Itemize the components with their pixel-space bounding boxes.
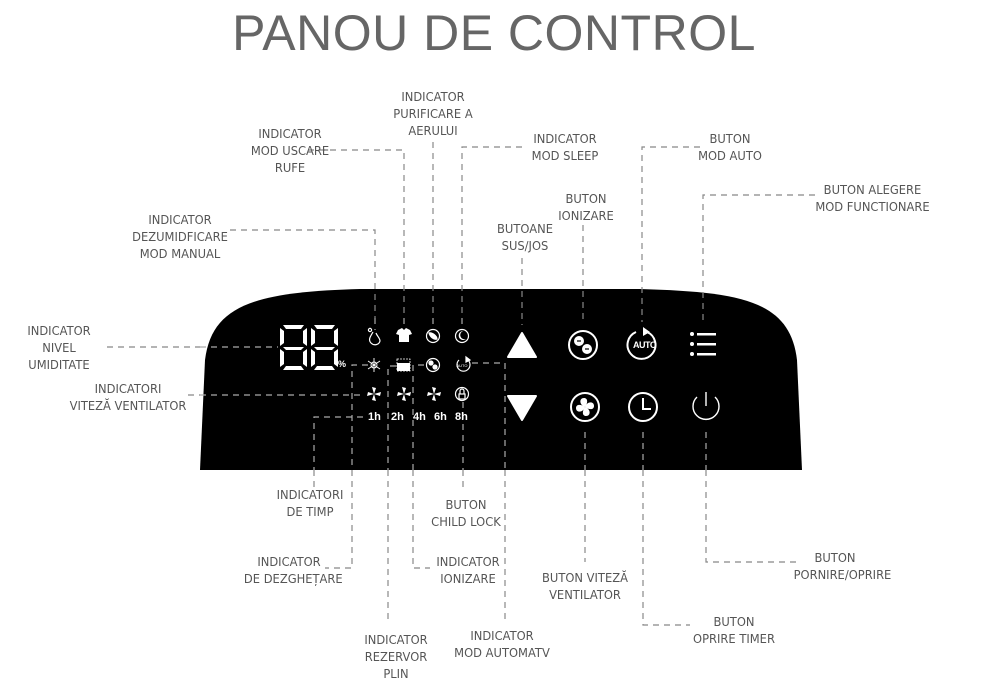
down-arrow-icon [507,395,537,421]
auto-mode-button[interactable] [627,330,659,360]
control-panel [200,289,802,470]
timer-button[interactable] [628,392,658,422]
timer-2h: 2h [391,411,404,423]
mode-select-list-icon [690,332,716,356]
dehumidify-drop-icon [367,327,381,346]
ionizer-indicator-icon [425,357,441,373]
percent-unit: % [338,359,347,369]
fan-speed-low-icon [367,387,381,401]
ionizer-button-icon [568,330,598,360]
page-title: PANOU DE CONTROL [232,5,756,61]
purify-leaf-icon [425,328,441,344]
down-button[interactable] [506,392,538,422]
power-button[interactable] [691,392,721,422]
fan-button-icon [570,392,600,422]
auto-mode-indicator-icon: AUTO [456,355,472,372]
shirt-icon [396,328,412,342]
timer-4h: 4h [413,411,426,423]
sleep-moon-icon [454,328,470,344]
up-arrow-icon [507,332,537,358]
ionizer-button[interactable] [568,330,598,360]
timer-8h: 8h [455,411,468,423]
fan-speed-mid-icon [397,387,411,401]
auto-button-text: AUTO [633,340,657,350]
power-icon [692,392,720,420]
up-button[interactable] [506,330,538,360]
fan-speed-button[interactable] [570,392,600,422]
timer-1h: 1h [368,411,381,423]
auto-mode-button-icon [626,327,657,360]
timer-clock-icon [628,392,658,422]
fan-speed-high-icon [427,387,441,401]
child-lock-indicator-icon [454,386,470,402]
mode-select-button[interactable] [688,330,718,358]
humidity-display [280,325,338,370]
defrost-snowflake-icon [367,358,381,372]
water-tank-full-icon [396,358,411,372]
timer-6h: 6h [434,411,447,423]
svg-text:AUTO: AUTO [456,363,467,368]
